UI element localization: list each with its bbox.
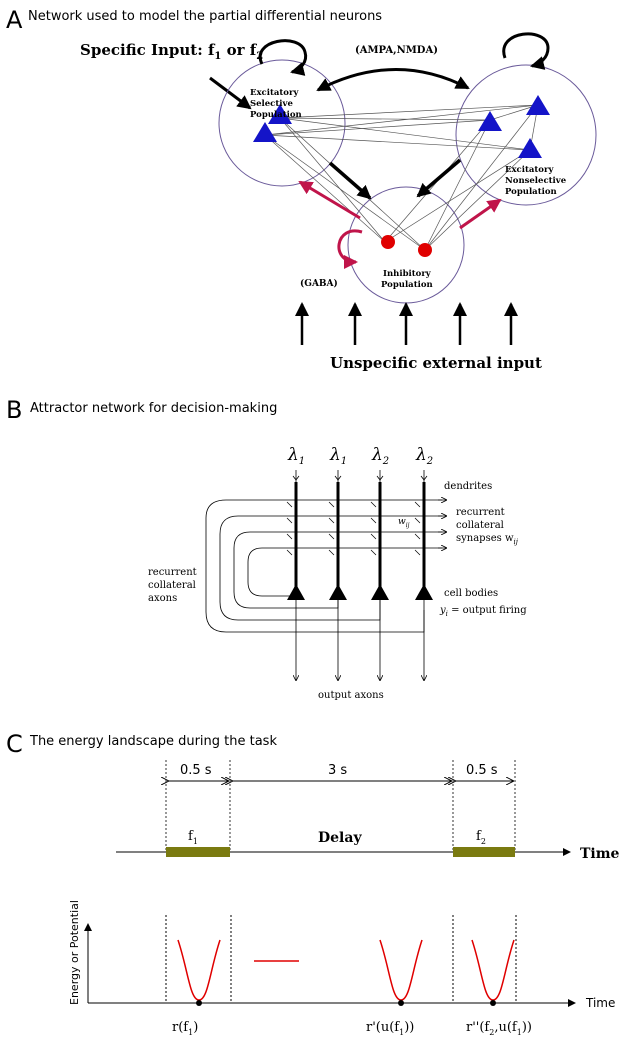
- stimulus-bar-f2: [453, 847, 515, 857]
- well-markers: [165, 915, 517, 1003]
- interval-3-label: 0.5 s: [466, 763, 498, 778]
- excitatory-neuron-icon: [526, 95, 550, 115]
- state-point: [398, 1000, 404, 1006]
- interval-1-label: 0.5 s: [180, 763, 212, 778]
- lambda-label: λ1: [329, 445, 347, 467]
- energy-well-f1: [177, 939, 221, 1001]
- ampa-nmda-arrow: [316, 68, 470, 92]
- state-3-label: r''(f2,u(f1)): [466, 1020, 532, 1037]
- recurrent-axon-loops: [205, 499, 442, 633]
- f2-label: f2: [476, 829, 486, 846]
- gaba-label: (GABA): [300, 278, 338, 289]
- panel-a-title: Network used to model the partial differ…: [28, 9, 382, 24]
- output-axons: [296, 600, 424, 680]
- selective-self-loop: [258, 39, 308, 76]
- interval-markers: [165, 760, 516, 852]
- state-2-label: r'(u(f1)): [366, 1020, 414, 1037]
- exc-to-inh-arrow: [416, 158, 462, 198]
- inhibitory-neuron-icon: [418, 243, 432, 257]
- wij-label: wij: [398, 517, 410, 529]
- excitatory-nonselective-label: Excitatory Nonselective Population: [505, 165, 569, 197]
- energy-xlabel: Time: [585, 996, 615, 1010]
- synapse-arrowheads: [438, 500, 446, 548]
- recurrent-synapses-label: recurrent collateral synapses wij: [456, 507, 519, 546]
- dendrites-label: dendrites: [444, 481, 492, 492]
- output-firing-label: yi = output firing: [439, 605, 527, 618]
- state-point: [490, 1000, 496, 1006]
- recurrent-axons-label: recurrent collateral axons: [148, 567, 200, 604]
- excitatory-nonselective-circle: [455, 64, 597, 206]
- exc-to-inh-arrow: [328, 161, 372, 200]
- cell-bodies-label: cell bodies: [444, 588, 498, 599]
- input-stubs: [292, 470, 428, 482]
- panel-c: C The energy landscape during the task 0…: [6, 730, 620, 1037]
- specific-input-arrow: [209, 76, 252, 110]
- inh-to-selective-arrow: [298, 180, 361, 220]
- cell-bodies: [287, 584, 433, 600]
- time-label-top: Time: [580, 846, 620, 862]
- connection-mesh: [264, 104, 539, 251]
- ampa-nmda-label: (AMPA,NMDA): [355, 45, 438, 56]
- energy-well-f2: [471, 939, 515, 1001]
- unspecific-input-label: Unspecific external input: [330, 354, 542, 372]
- specific-input-label: Specific Input: f1 or f2: [80, 41, 263, 62]
- nonselective-self-loop: [502, 32, 550, 70]
- lambda-label: λ2: [371, 445, 389, 467]
- panel-c-title: The energy landscape during the task: [29, 734, 277, 749]
- synapse-hooks: [286, 501, 421, 556]
- excitatory-selective-label: Excitatory Selective Population: [250, 88, 302, 120]
- panel-b-letter: B: [6, 396, 22, 424]
- stimulus-bar-f1: [166, 847, 230, 857]
- excitatory-neuron-icon: [478, 111, 502, 131]
- state-point: [196, 1000, 202, 1006]
- state-1-label: r(f1): [172, 1020, 198, 1037]
- inh-self-loop: [337, 229, 363, 269]
- interval-2-label: 3 s: [328, 763, 347, 778]
- energy-ylabel: Energy or Potential: [68, 900, 81, 1005]
- panel-a: A Network used to model the partial diff…: [6, 6, 597, 372]
- unspecific-input-arrows: [295, 302, 518, 345]
- output-axons-label: output axons: [318, 690, 384, 701]
- panel-a-letter: A: [6, 6, 23, 34]
- inh-to-nonselective-arrow: [459, 198, 502, 230]
- f1-label: f1: [188, 829, 198, 846]
- excitatory-selective-circle: [218, 59, 346, 187]
- dendrites: [294, 482, 426, 592]
- panel-b-title: Attractor network for decision-making: [30, 401, 277, 416]
- panel-b: B Attractor network for decision-making …: [6, 396, 527, 701]
- excitatory-neuron-icon: [253, 122, 277, 142]
- excitatory-neuron-icon: [518, 138, 542, 158]
- delay-label: Delay: [318, 830, 362, 846]
- inhibitory-neuron-icon: [381, 235, 395, 249]
- panel-c-letter: C: [6, 730, 23, 758]
- inhibitory-label: Inhibitory Population: [381, 269, 434, 290]
- lambda-label: λ2: [415, 445, 433, 467]
- lambda-label: λ1: [287, 445, 305, 467]
- energy-well-delay-end: [379, 939, 423, 1001]
- excitatory-neuron-icon: [268, 104, 292, 124]
